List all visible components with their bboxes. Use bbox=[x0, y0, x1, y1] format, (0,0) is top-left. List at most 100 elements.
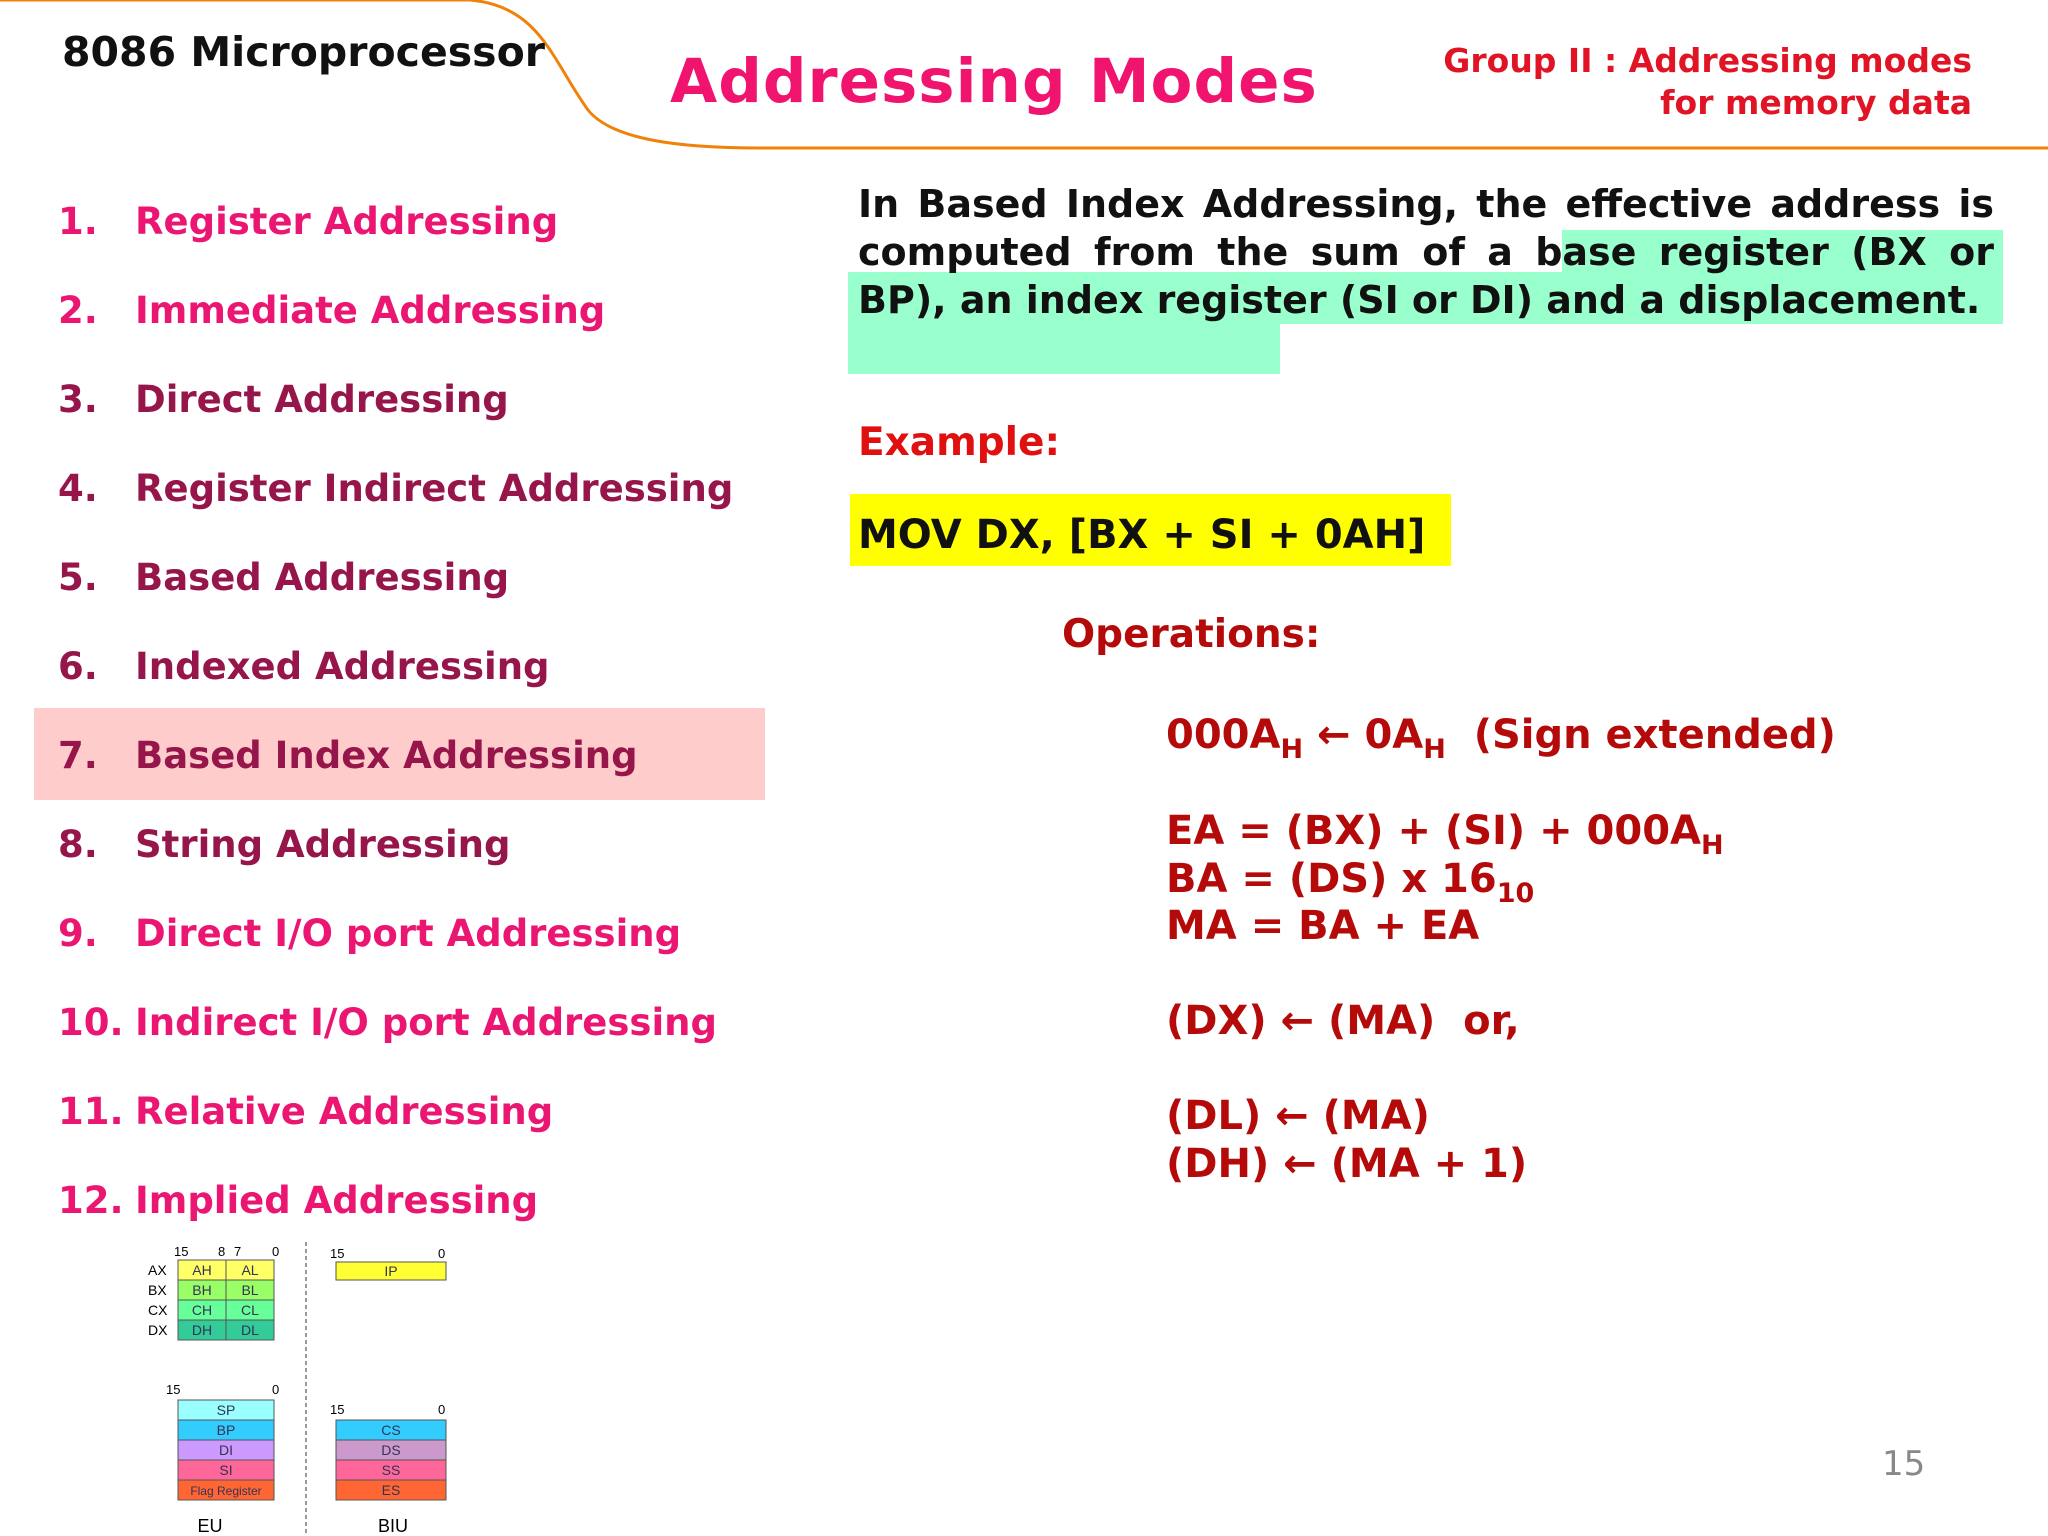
bit-label: 15 bbox=[330, 1246, 344, 1261]
op-text: 000A bbox=[1166, 712, 1281, 758]
op-text: EA = (BX) + (SI) + 000A bbox=[1166, 808, 1701, 854]
register-label: DI bbox=[219, 1442, 233, 1458]
topic-item: 10. Indirect I/O port Addressing bbox=[58, 1001, 717, 1044]
op-subscript: 10 bbox=[1496, 878, 1535, 909]
header-swoosh bbox=[0, 0, 2048, 150]
topic-item: 6. Indexed Addressing bbox=[58, 645, 550, 688]
register-low: CL bbox=[241, 1302, 259, 1318]
example-instruction: MOV DX, [BX + SI + 0AH] bbox=[858, 512, 1426, 558]
topic-number: 1. bbox=[58, 200, 98, 243]
topic-label: Relative Addressing bbox=[135, 1090, 554, 1133]
register-low: AL bbox=[241, 1262, 258, 1278]
topic-label: Indirect I/O port Addressing bbox=[135, 1001, 717, 1044]
course-title: 8086 Microprocessor bbox=[62, 28, 545, 76]
register-high: BH bbox=[192, 1282, 211, 1298]
definition-highlight bbox=[1562, 230, 2003, 278]
instruction-pointer: 15 0IP bbox=[330, 1246, 447, 1281]
register-label: IP bbox=[384, 1263, 397, 1279]
op-text: 0A bbox=[1364, 712, 1424, 758]
topic-number: 5. bbox=[58, 556, 98, 599]
op-text: BA = (DS) x 16 bbox=[1166, 856, 1497, 902]
op-subscript: H bbox=[1700, 830, 1724, 861]
bit-label: 0 bbox=[272, 1382, 279, 1397]
bit-label: 15 bbox=[174, 1244, 188, 1259]
register-label: DS bbox=[381, 1442, 400, 1458]
register-label: CS bbox=[381, 1422, 400, 1438]
topic-number: 2. bbox=[58, 289, 98, 332]
register-low: BL bbox=[241, 1282, 258, 1298]
register-label: BP bbox=[217, 1422, 236, 1438]
register-high: AH bbox=[192, 1262, 211, 1278]
topic-label: Direct I/O port Addressing bbox=[135, 912, 682, 955]
register-label: SI bbox=[219, 1462, 232, 1478]
register-name: CX bbox=[148, 1302, 168, 1318]
definition-text: In Based Index Addressing, the effective… bbox=[858, 182, 1994, 322]
definition-highlight bbox=[848, 322, 1280, 374]
topic-number: 10. bbox=[58, 1001, 124, 1044]
register-label: ES bbox=[382, 1482, 401, 1498]
bit-label: 0 bbox=[438, 1246, 445, 1261]
operation-ba: BA = (DS) x 1610 bbox=[1166, 856, 1534, 909]
topic-label: Based Addressing bbox=[135, 556, 510, 599]
topic-number: 6. bbox=[58, 645, 98, 688]
instruction-highlight bbox=[850, 494, 1451, 566]
topic-label: Based Index Addressing bbox=[135, 734, 638, 777]
register-name: BX bbox=[148, 1282, 167, 1298]
topic-label: Implied Addressing bbox=[135, 1179, 539, 1222]
bit-label: 15 bbox=[166, 1382, 180, 1397]
topic-number: 8. bbox=[58, 823, 98, 866]
register-label: Flag Register bbox=[190, 1484, 261, 1498]
example-label: Example: bbox=[858, 420, 1061, 465]
register-cell bbox=[335, 1479, 447, 1501]
topic-item: 3.Direct Addressing bbox=[58, 378, 509, 421]
biu-label: BIU bbox=[378, 1516, 408, 1536]
segment-registers: 15 0CS DS SS ES bbox=[330, 1402, 447, 1501]
topic-item: 7. Based Index Addressing bbox=[58, 734, 638, 777]
register-name: AX bbox=[148, 1262, 167, 1278]
operation-sign-extend: 000AH ← 0AH (Sign extended) bbox=[1166, 712, 1836, 765]
topic-number: 3. bbox=[58, 378, 98, 421]
register-cell bbox=[177, 1479, 275, 1501]
bit-label: 7 bbox=[234, 1244, 241, 1259]
topic-item: 1.Register Addressing bbox=[58, 200, 558, 243]
register-name: DX bbox=[148, 1322, 168, 1338]
topic-label: Register Indirect Addressing bbox=[135, 467, 734, 510]
group-heading: Group II : Addressing modes for memory d… bbox=[1443, 40, 1972, 124]
op-text: (Sign extended) bbox=[1445, 712, 1836, 758]
page-number: 15 bbox=[1882, 1444, 1926, 1484]
topic-item: 8. String Addressing bbox=[58, 823, 510, 866]
topic-item: 4.Register Indirect Addressing bbox=[58, 467, 733, 510]
topic-item: 5. Based Addressing bbox=[58, 556, 509, 599]
bit-label: 15 bbox=[330, 1402, 344, 1417]
eu-label: EU bbox=[197, 1516, 222, 1536]
register-cell bbox=[335, 1261, 447, 1281]
operation-dh: (DH) ← (MA + 1) bbox=[1166, 1141, 1528, 1187]
register-label: SP bbox=[217, 1402, 236, 1418]
slide-title: Addressing Modes bbox=[670, 46, 1318, 117]
operation-ea: EA = (BX) + (SI) + 000AH bbox=[1166, 808, 1724, 861]
register-cell bbox=[225, 1319, 275, 1341]
operation-dl: (DL) ← (MA) bbox=[1166, 1093, 1430, 1139]
bit-label: 8 bbox=[218, 1244, 225, 1259]
topic-item: 9. Direct I/O port Addressing bbox=[58, 912, 681, 955]
register-high: CH bbox=[192, 1302, 212, 1318]
operation-dx: (DX) ← (MA) or, bbox=[1166, 998, 1520, 1044]
topic-label: String Addressing bbox=[135, 823, 511, 866]
left-arrow-icon: ← bbox=[1303, 712, 1365, 758]
topic-number: 11. bbox=[58, 1090, 124, 1133]
group-heading-line2: for memory data bbox=[1660, 83, 1972, 122]
register-low: DL bbox=[241, 1322, 259, 1338]
register-label: SS bbox=[382, 1462, 401, 1478]
topic-number: 9. bbox=[58, 912, 98, 955]
bit-label: 0 bbox=[272, 1244, 279, 1259]
bit-label: 0 bbox=[438, 1402, 445, 1417]
operations-label: Operations: bbox=[1062, 612, 1321, 657]
topic-number: 7. bbox=[58, 734, 98, 777]
definition-highlight bbox=[848, 272, 2003, 324]
topic-label: Indexed Addressing bbox=[135, 645, 550, 688]
register-high: DH bbox=[192, 1322, 212, 1338]
topic-number: 12. bbox=[58, 1179, 124, 1222]
topic-item: 12. Implied Addressing bbox=[58, 1179, 538, 1222]
